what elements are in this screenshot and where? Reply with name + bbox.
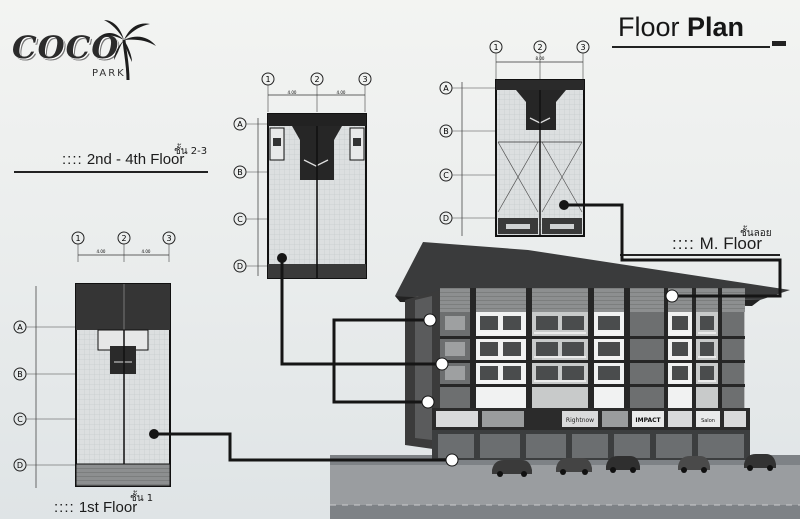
svg-text:C: C	[237, 215, 243, 224]
svg-text:C: C	[443, 171, 449, 180]
palm-tree-icon	[98, 20, 156, 81]
svg-text:4.00: 4.00	[142, 249, 151, 254]
balcony-rails	[478, 332, 716, 382]
svg-text:3: 3	[166, 234, 171, 243]
svg-text:1: 1	[265, 75, 270, 84]
svg-text:1: 1	[493, 43, 498, 52]
svg-text:C: C	[17, 415, 23, 424]
svg-text:B: B	[237, 168, 243, 177]
svg-text:8.00: 8.00	[536, 56, 545, 61]
title-underline	[612, 46, 770, 48]
m-floor-text: M. Floor	[699, 234, 762, 253]
first-floor-prefix: ::::	[54, 499, 75, 516]
title-word-2: Plan	[687, 12, 745, 42]
svg-text:B: B	[443, 127, 449, 136]
page-title: Floor Plan	[618, 12, 744, 43]
svg-text:A: A	[237, 120, 243, 129]
m-floor-thai-label: ชั้นลอย	[740, 228, 772, 239]
svg-text:D: D	[17, 461, 23, 470]
cars	[492, 454, 776, 477]
first-floor-thai-label: ชั้น 1	[130, 493, 154, 504]
first-floor-label: :::: 1st Floor	[54, 499, 137, 516]
connector-dots	[149, 200, 679, 467]
first-floor-text: 1st Floor	[78, 499, 138, 516]
shop-sign-7: Salon	[701, 418, 715, 424]
building-render: Rightnow IMPACT Salon	[330, 242, 800, 519]
upper-floor-label: :::: 2nd - 4th Floor	[62, 151, 184, 168]
svg-text:2: 2	[121, 234, 126, 243]
svg-text:4.00: 4.00	[97, 249, 106, 254]
logo-sub: PARK	[92, 68, 126, 79]
shop-sign-3: Rightnow	[566, 417, 594, 424]
m-floor-underline	[620, 254, 780, 256]
upper-floor-text: 2nd - 4th Floor	[86, 151, 185, 168]
upper-floor-underline	[14, 171, 208, 173]
m-floor-prefix: ::::	[672, 234, 695, 253]
svg-text:D: D	[443, 214, 449, 223]
svg-text:A: A	[443, 84, 449, 93]
upper-floor-prefix: ::::	[62, 151, 83, 168]
svg-text:3: 3	[362, 75, 367, 84]
coco-park-logo: COCO PARK	[12, 20, 156, 81]
connector-lines	[154, 203, 782, 462]
svg-text:2: 2	[537, 43, 542, 52]
svg-text:4.00: 4.00	[288, 90, 297, 95]
m-floor-label: :::: M. Floor	[672, 234, 762, 254]
title-underline-tail	[772, 41, 786, 46]
svg-text:A: A	[17, 323, 23, 332]
svg-text:D: D	[237, 262, 243, 271]
title-word-1: Floor	[618, 12, 680, 42]
shop-sign-5: IMPACT	[635, 417, 661, 424]
upper-floor-thai-label: ชั้น 2-3	[174, 146, 208, 157]
roof-canopy	[395, 242, 790, 300]
svg-text:B: B	[17, 370, 23, 379]
svg-text:2: 2	[314, 75, 319, 84]
svg-text:1: 1	[75, 234, 80, 243]
first-floor-plan: 1 2 3 4.00 4.00 A B C D	[13, 231, 176, 488]
svg-text:3: 3	[580, 43, 585, 52]
shop-signs: Rightnow IMPACT Salon	[436, 411, 746, 427]
facade-windows	[445, 316, 714, 380]
svg-text:4.00: 4.00	[337, 90, 346, 95]
m-floor-plan: 1 2 3 8.00 A B C D	[439, 40, 590, 237]
upper-floor-plan: 1 2 3 4.00 4.00 A B C D	[233, 72, 372, 279]
facade-frames	[440, 288, 745, 410]
